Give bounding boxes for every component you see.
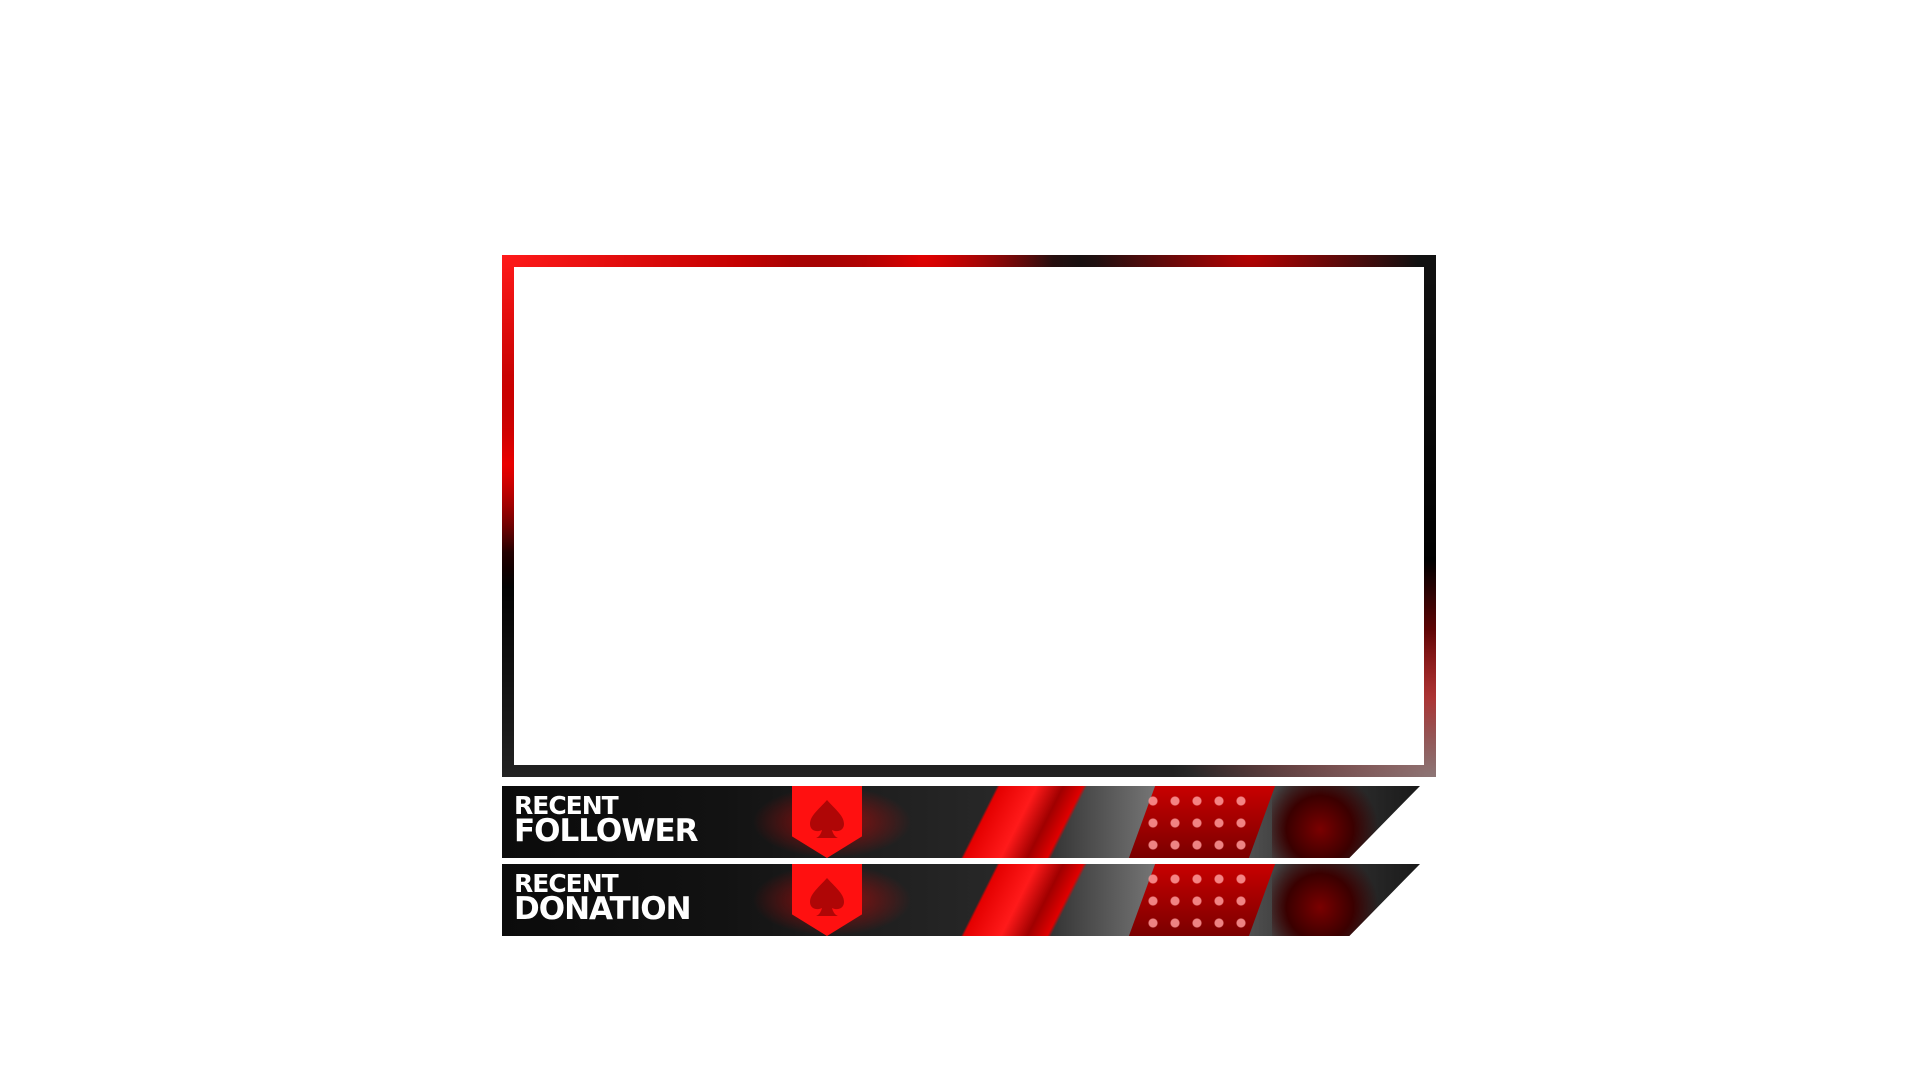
recent-donation-label: RECENT DONATION xyxy=(514,869,692,927)
recent-donation-bar: RECENT DONATION xyxy=(502,864,1420,936)
label-line2: FOLLOWER xyxy=(514,812,699,849)
label-line2: DONATION xyxy=(514,890,692,927)
roulette-wheel-icon xyxy=(1272,864,1392,936)
recent-follower-label: RECENT FOLLOWER xyxy=(514,791,699,849)
dice-pips xyxy=(1142,868,1252,932)
dice-pips xyxy=(1142,790,1252,854)
spade-icon xyxy=(810,878,844,916)
label-line1: RECENT xyxy=(514,869,619,898)
spade-icon xyxy=(810,800,844,838)
camera-frame xyxy=(502,255,1436,777)
recent-follower-bar: RECENT FOLLOWER xyxy=(502,786,1420,858)
label-line1: RECENT xyxy=(514,791,619,820)
playing-card-decoration xyxy=(960,864,1104,936)
playing-card-decoration xyxy=(960,786,1104,858)
roulette-wheel-icon xyxy=(1272,786,1392,858)
camera-viewport xyxy=(514,267,1424,765)
